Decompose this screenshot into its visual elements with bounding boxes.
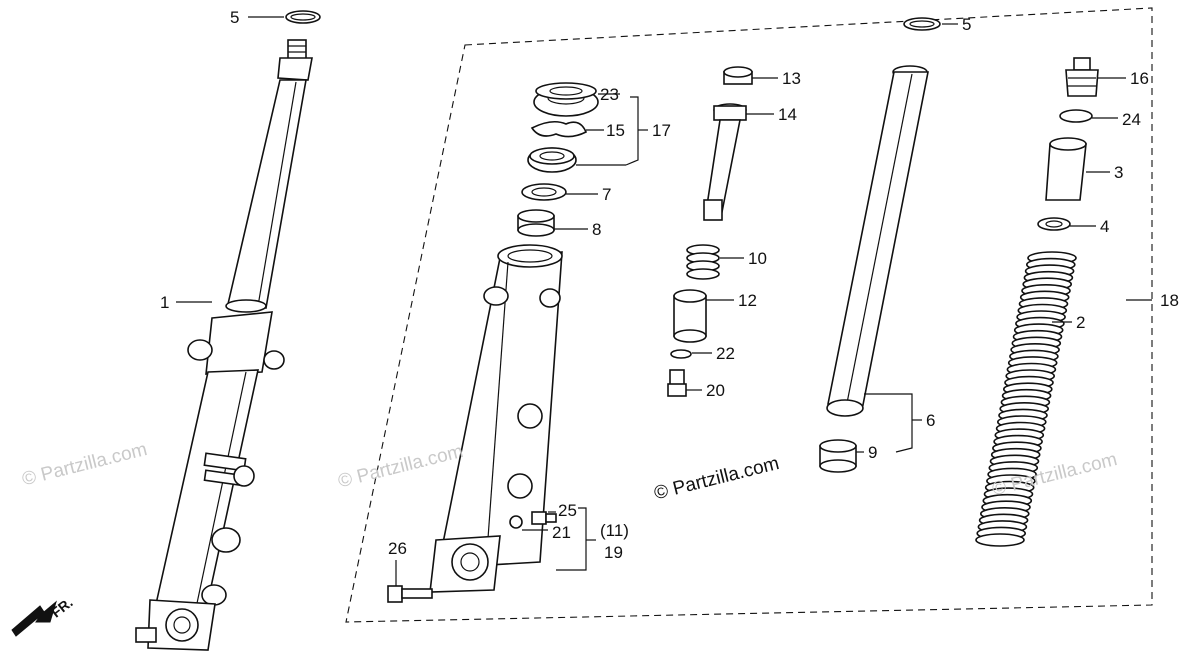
part-9-slider-bushing	[819, 439, 857, 473]
label-25: 25	[558, 501, 577, 520]
label-11: (11)	[600, 521, 629, 540]
part-4-spring-seat	[1037, 217, 1071, 231]
lower-fork-leg	[429, 244, 563, 593]
part-15-clip	[530, 120, 588, 138]
part-25-bolt	[531, 511, 557, 525]
label-3: 3	[1114, 163, 1124, 182]
label-21: 21	[552, 523, 571, 542]
part-2-fork-spring	[975, 251, 1077, 547]
label-26: 26	[388, 539, 407, 558]
label-13: 13	[782, 69, 801, 88]
label-18: 18	[1160, 291, 1179, 310]
label-15: 15	[606, 121, 625, 140]
part-21-washer	[509, 515, 523, 529]
label-5-right: 5	[962, 15, 972, 34]
label-1: 1	[160, 293, 170, 312]
part-10-rebound-spring	[686, 244, 720, 280]
label-12: 12	[738, 291, 757, 310]
label-20: 20	[706, 381, 725, 400]
fork-assembly-left	[135, 39, 313, 651]
part-13-ring	[723, 66, 753, 85]
label-22: 22	[716, 344, 735, 363]
leader-lines	[176, 16, 1152, 586]
label-24: 24	[1122, 110, 1141, 129]
part-6-fork-pipe	[826, 65, 929, 417]
part-23-dust-seal	[533, 82, 599, 117]
front-direction-arrow	[11, 600, 57, 637]
label-7: 7	[602, 185, 612, 204]
label-4: 4	[1100, 217, 1110, 236]
part-7-washer	[521, 183, 567, 201]
label-23: 23	[600, 85, 619, 104]
label-6: 6	[926, 411, 936, 430]
part-5-left-ring	[285, 10, 321, 24]
label-9: 9	[868, 443, 878, 462]
label-14: 14	[778, 105, 797, 124]
part-14-damper-rod	[703, 103, 747, 221]
part-24-o-ring	[1059, 109, 1093, 123]
part-20-bolt	[667, 369, 687, 397]
label-19: 19	[604, 543, 623, 562]
part-5-right-ring	[903, 17, 941, 31]
part-3-collar	[1045, 137, 1087, 201]
part-17-oil-seal	[527, 147, 577, 173]
part-8-bushing	[517, 209, 555, 237]
label-5-left: 5	[230, 8, 240, 27]
label-2: 2	[1076, 313, 1086, 332]
part-16-fork-bolt	[1065, 57, 1099, 97]
label-10: 10	[748, 249, 767, 268]
label-8: 8	[592, 220, 602, 239]
part-22-washer	[670, 349, 692, 359]
part-26-bolt	[387, 585, 433, 603]
spring-coil	[975, 533, 1025, 547]
label-16: 16	[1130, 69, 1149, 88]
label-17: 17	[652, 121, 671, 140]
part-12-oil-lock-piece	[673, 289, 707, 343]
